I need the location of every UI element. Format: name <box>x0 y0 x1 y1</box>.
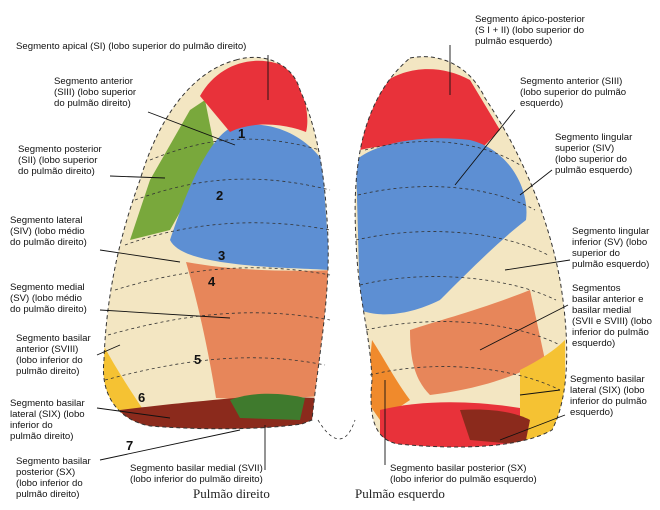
label-basal-anterior-right: Segmento basilar anterior (SVIII) (lobo … <box>16 333 91 377</box>
caption-left-lung: Pulmão esquerdo <box>355 486 445 502</box>
label-lateral-right: Segmento lateral (SIV) (lobo médio do pu… <box>10 215 87 248</box>
number-7: 7 <box>126 438 133 453</box>
label-lingular-superior-left: Segmento lingular superior (SIV) (lobo s… <box>555 132 632 176</box>
label-apicoposterior-left: Segmento ápico-posterior (S I + II) (lob… <box>475 14 585 47</box>
label-basal-anteromedial-left: Segmentos basilar anterior e basilar med… <box>572 283 652 349</box>
label-basal-lateral-left: Segmento basilar lateral (SIX) (lobo inf… <box>570 374 647 418</box>
segment-apicoposterior-red <box>360 69 500 150</box>
number-5: 5 <box>194 352 201 367</box>
label-basal-posterior-right: Segmento basilar posterior (SX) (lobo in… <box>16 456 91 500</box>
number-4: 4 <box>208 274 216 289</box>
number-2: 2 <box>216 188 223 203</box>
segment-basal-medial-green <box>230 394 305 420</box>
label-lingular-inferior-left: Segmento lingular inferior (SV) (lobo su… <box>572 226 649 270</box>
label-apical-right: Segmento apical (SI) (lobo superior do p… <box>16 41 246 52</box>
label-basal-medial-right: Segmento basilar medial (SVII) (lobo inf… <box>130 463 263 485</box>
label-posterior-right: Segmento posterior (SII) (lobo superior … <box>18 144 102 177</box>
label-basal-lateral-right: Segmento basilar lateral (SIX) (lobo inf… <box>10 398 85 442</box>
label-anterior-left: Segmento anterior (SIII) (lobo superior … <box>520 76 626 109</box>
number-6: 6 <box>138 390 145 405</box>
caption-right-lung: Pulmão direito <box>193 486 270 502</box>
label-anterior-right: Segmento anterior (SIII) (lobo superior … <box>54 76 136 109</box>
number-3: 3 <box>218 248 225 263</box>
number-1: 1 <box>238 126 245 141</box>
label-basal-posterior-left: Segmento basilar posterior (SX) (lobo in… <box>390 463 537 485</box>
label-medial-right: Segmento medial (SV) (lobo médio do pulm… <box>10 282 87 315</box>
